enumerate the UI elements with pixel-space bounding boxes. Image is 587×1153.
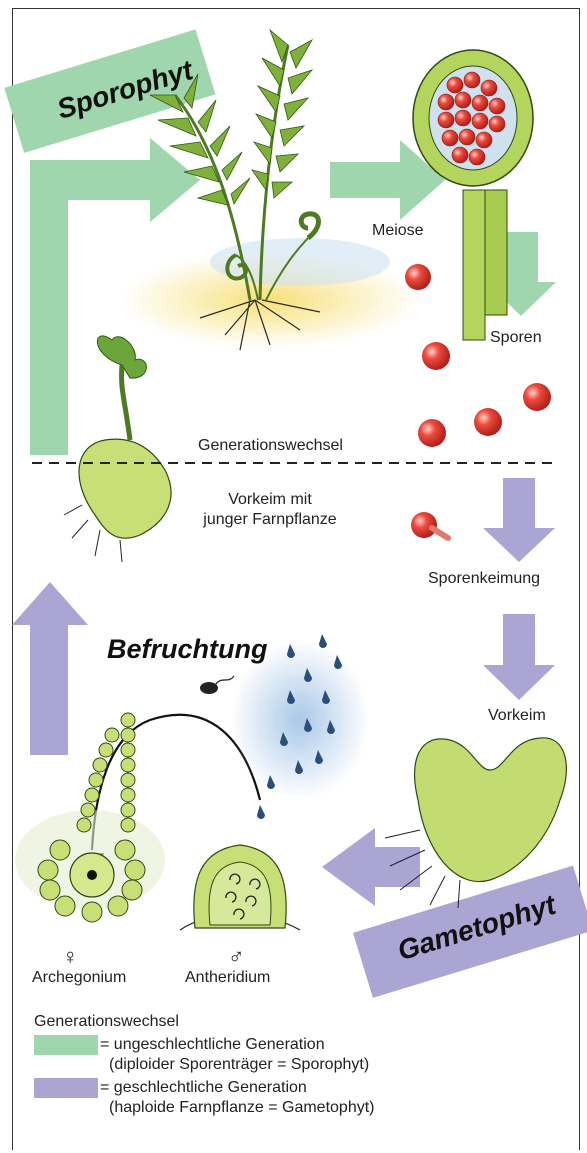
legend-item-2-line2: (haploide Farnpflanze = Gametophyt) [109,1098,374,1118]
antheridium-cells [180,845,300,930]
purple-arrow-down-2 [483,614,555,700]
purple-arrow-up [12,582,88,755]
legend-swatch-gametophyte [34,1078,98,1098]
legend-swatch-sporophyte [34,1035,98,1055]
antheridium-label: Antheridium [185,969,270,987]
legend-title: Generationswechsel [34,1013,179,1031]
vorkeim-label: Vorkeim [488,707,546,725]
sporenkeimung-label: Sporenkeimung [428,570,540,588]
male-symbol: ♂ [228,944,245,970]
female-symbol: ♀ [62,944,79,970]
vorkeim-mit-label-line2: junger Farnpflanze [203,511,336,529]
legend-item-2-line1: = geschlechtliche Generation [100,1078,307,1098]
purple-arrow-down-1 [483,478,555,562]
vorkeim-mit-label-line1: Vorkeim mit [228,491,312,509]
sporen-label: Sporen [490,329,542,347]
befruchtung-label: Befruchtung [107,634,267,665]
legend-item-1-line2: (diploider Sporenträger = Sporophyt) [109,1055,369,1075]
young-fern-on-prothallium [64,336,171,562]
legend-item-1-line1: = ungeschlechtliche Generation [100,1035,325,1055]
generationswechsel-label: Generationswechsel [198,437,343,455]
archegonium-label: Archegonium [32,969,126,987]
purple-arrow-left [322,828,420,906]
meiose-label: Meiose [372,222,424,240]
